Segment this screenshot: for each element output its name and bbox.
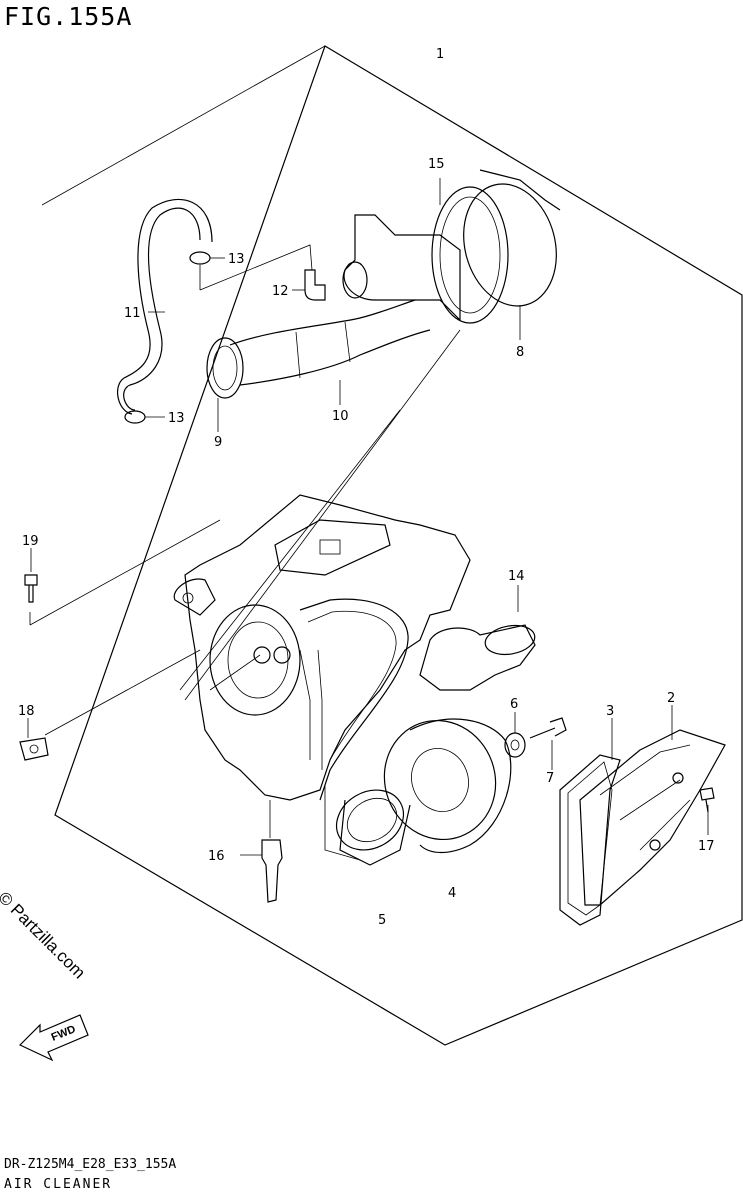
callout-label: 4: [448, 886, 456, 901]
callout-label: 9: [214, 435, 222, 450]
callout-label: 11: [124, 306, 141, 321]
cover-screw: [699, 787, 715, 813]
nut-clip: [19, 737, 49, 761]
assembly-boundary: [54, 45, 743, 1046]
bracket-line: [324, 785, 361, 861]
callout-label: 12: [272, 284, 289, 299]
mounting-bolt: [24, 574, 38, 603]
hose-connector: [304, 269, 326, 301]
filter-element-hole: [411, 748, 469, 812]
air-box-rib: [299, 649, 323, 770]
filter-screen-mesh: [439, 196, 501, 314]
hose-clamp-upper: [189, 251, 211, 265]
mount-hole: [182, 592, 194, 604]
cover-gasket-inner: [567, 761, 613, 916]
callout-label: 14: [508, 569, 525, 584]
seal-band-clip: [479, 169, 561, 211]
callout-label: 6: [510, 697, 518, 712]
inlet-duct-lower: [239, 329, 431, 386]
air-box-flange: [299, 598, 409, 801]
callout-label: 17: [698, 839, 715, 854]
callout-label: 13: [228, 252, 245, 267]
washer: [504, 732, 526, 758]
callout-label: 3: [606, 704, 614, 719]
leader-line: [184, 329, 461, 701]
cover-hole: [672, 772, 684, 784]
callout-label: 2: [667, 691, 675, 706]
duct-clamp-inner: [212, 345, 238, 391]
divider-line: [41, 45, 326, 206]
air-box-cover: [579, 729, 726, 906]
air-box-top-vent: [274, 519, 391, 576]
duct-clamp: [206, 337, 244, 399]
air-box-mount-tab: [173, 578, 216, 616]
fwd-arrow: [18, 1014, 89, 1062]
breather-hose-inner: [116, 199, 213, 415]
intake-cylinder: [342, 261, 368, 299]
callout-label: 1: [436, 47, 444, 62]
callout-label: 5: [378, 913, 386, 928]
drain-plug: [261, 839, 283, 903]
assembly-name: AIR CLEANER: [4, 1177, 113, 1192]
drawing-code: DR-Z125M4_E28_E33_155A: [4, 1157, 177, 1172]
inlet-duct-upper: [229, 299, 416, 346]
filter-cage-frame: [339, 799, 411, 866]
leader-line: [44, 649, 201, 736]
filter-screen: [431, 186, 509, 324]
hose-clamp-lower: [124, 410, 146, 424]
air-box-port: [209, 604, 301, 716]
filter-cage-ring-inner: [346, 797, 398, 843]
seal-band: [463, 183, 557, 307]
cover-hole: [649, 839, 661, 851]
rubber-duct-mouth: [484, 624, 536, 656]
rubber-duct: [419, 624, 536, 691]
air-box-top-slot: [319, 539, 341, 555]
callout-label: 10: [332, 409, 349, 424]
cover-gasket: [559, 754, 621, 926]
inlet-duct-rib: [295, 321, 351, 379]
filter-element-side: [409, 718, 512, 854]
air-box-cover-ridge: [599, 744, 691, 851]
callout-label: 7: [546, 771, 554, 786]
breather-hose: [123, 207, 201, 411]
filter-element-front: [383, 719, 497, 841]
nut-clip-hole: [29, 744, 39, 754]
callout-label: 18: [18, 704, 35, 719]
washer-hole: [510, 739, 520, 751]
filter-cage-ring: [336, 789, 404, 851]
bracket-line: [199, 244, 313, 291]
callout-label: 16: [208, 849, 225, 864]
air-box-body: [184, 494, 471, 801]
leader-line: [179, 409, 401, 691]
wing-bolt: [529, 717, 567, 739]
air-box-flange-inner: [307, 610, 397, 761]
air-box-boss: [273, 646, 291, 664]
leader-line: [29, 519, 221, 626]
callout-label: 19: [22, 534, 39, 549]
air-box-port-inner: [227, 621, 289, 699]
leader-line: [209, 654, 261, 691]
callout-label: 13: [168, 411, 185, 426]
air-box-boss: [253, 646, 271, 664]
figure-title: FIG.155A: [4, 2, 133, 31]
callout-label: 8: [516, 345, 524, 360]
callout-label: 15: [428, 157, 445, 172]
